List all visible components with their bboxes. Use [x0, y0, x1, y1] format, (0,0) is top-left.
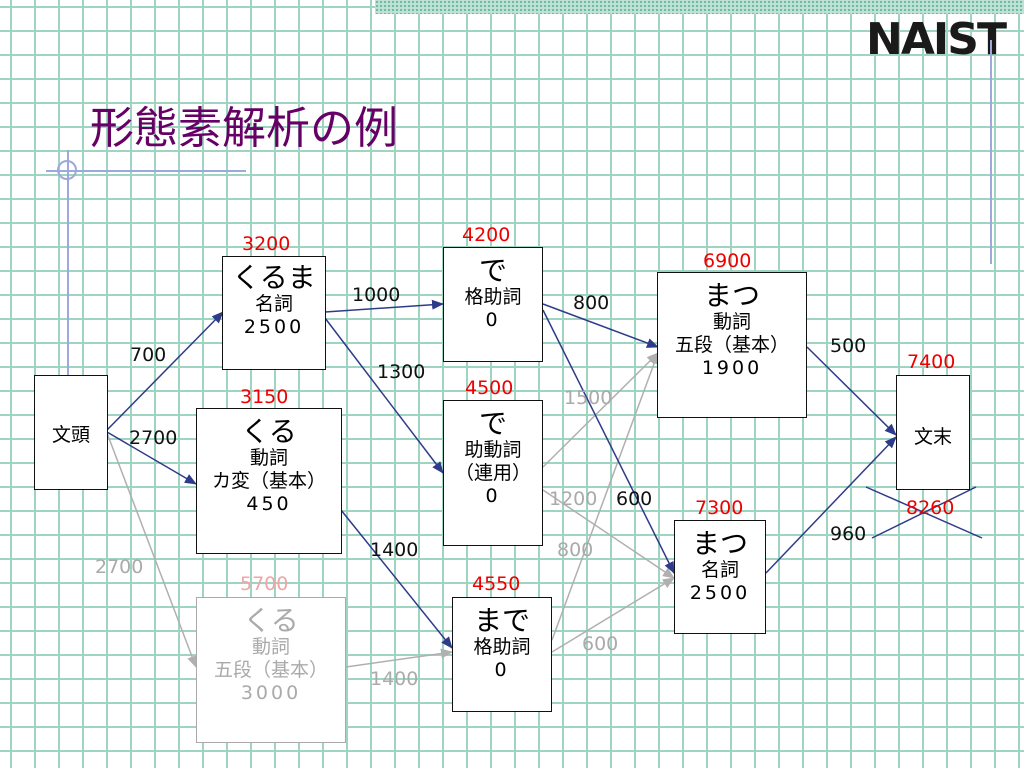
score-de-case: 4200 — [462, 224, 511, 246]
edge-de-aux-matsu-verb — [542, 352, 659, 468]
node-kuru-kahen-pos: 動詞 — [249, 447, 288, 469]
edge-kuru-kahen-made — [340, 509, 453, 649]
decor-horizontal-line — [46, 170, 246, 172]
edge-matsu-verb-bunmatsu — [806, 346, 897, 436]
node-de-aux: で 助動詞 （連用） 0 — [443, 400, 543, 546]
score-bunmatsu-rejected: 8260 — [906, 497, 955, 519]
node-bunto: 文頭 — [34, 375, 108, 490]
slide-title: 形態素解析の例 — [90, 103, 398, 154]
score-kuruma: 3200 — [242, 233, 291, 255]
cost-matsu-noun-bunmatsu: 960 — [830, 523, 867, 545]
node-matsu-verb-pos: 動詞 — [712, 311, 751, 333]
node-de-case-word: で — [478, 254, 507, 287]
edge-de-case-matsu-noun — [542, 309, 675, 574]
node-de-aux-conj: （連用） — [454, 462, 531, 484]
cost-made-matsu-noun: 600 — [582, 633, 619, 655]
node-made-case: まで 格助詞 0 — [452, 597, 552, 712]
node-made-cost: 0 — [494, 659, 510, 681]
cost-kuruma-de-aux: 1300 — [377, 361, 426, 383]
naist-logo: NAIST — [866, 14, 1007, 65]
node-matsu-verb-word: まつ — [703, 279, 760, 312]
decor-circle — [57, 160, 77, 180]
score-kuru-godan: 5700 — [240, 573, 289, 595]
node-matsu-verb: まつ 動詞 五段（基本） 1900 — [657, 272, 807, 418]
edge-kuruma-de-case — [324, 299, 444, 313]
node-de-case-cost: 0 — [485, 309, 501, 331]
node-de-case: で 格助詞 0 — [443, 247, 543, 362]
score-de-aux: 4500 — [465, 377, 514, 399]
cost-kuru-kahen-made: 1400 — [370, 539, 419, 561]
cost-bunto-kuru-godan: 2700 — [95, 556, 144, 578]
node-matsu-noun-cost: 2500 — [689, 582, 751, 604]
node-kuru-godan-cost: 3000 — [240, 682, 302, 704]
node-de-case-pos: 格助詞 — [464, 286, 522, 308]
edge-de-aux-matsu-noun — [542, 489, 675, 579]
cost-de-aux-matsu-verb: 1500 — [564, 387, 613, 409]
edge-kuruma-de-aux — [324, 317, 444, 474]
node-kuru-kahen-word: くる — [241, 415, 297, 448]
edge-bunto-kuru-kahen — [106, 431, 197, 485]
node-kuruma-word: くるま — [232, 261, 316, 294]
node-kuru-godan-pos: 動詞 — [251, 636, 290, 658]
edge-made-matsu-verb — [551, 352, 659, 641]
node-matsu-verb-cost: 1900 — [701, 357, 763, 379]
node-kuru-kahen-cost: 450 — [246, 493, 292, 515]
score-made: 4550 — [472, 573, 521, 595]
cost-kuruma-de-case: 1000 — [352, 284, 401, 306]
decor-right-line — [990, 40, 992, 264]
edge-bunto-kuruma — [106, 311, 224, 431]
node-kuru-kahen: くる 動詞 カ変（基本） 450 — [196, 408, 342, 554]
cost-kuru-godan-made: 1400 — [370, 668, 419, 690]
node-de-aux-word: で — [478, 407, 507, 440]
cross-mark-stroke-2 — [871, 486, 977, 539]
node-made-pos: 格助詞 — [473, 636, 531, 658]
edge-kuru-godan-made — [345, 648, 453, 668]
cost-bunto-kuruma: 700 — [130, 344, 167, 366]
edge-bunto-kuru-godan — [106, 432, 197, 668]
node-bunto-word: 文頭 — [51, 424, 90, 446]
node-matsu-noun: まつ 名詞 2500 — [674, 520, 766, 634]
node-kuruma-cost: 2500 — [243, 316, 305, 338]
cost-de-case-matsu-verb: 800 — [573, 292, 610, 314]
score-kuru-kahen: 3150 — [240, 386, 289, 408]
score-matsu-noun: 7300 — [695, 497, 744, 519]
decor-vertical-line — [67, 150, 69, 378]
cost-de-aux-matsu-noun: 1200 — [549, 488, 598, 510]
node-de-aux-pos: 助動詞 — [464, 439, 522, 461]
node-kuru-kahen-conj: カ変（基本） — [211, 470, 326, 492]
cost-made-matsu-verb: 800 — [557, 539, 594, 561]
cost-matsu-verb-bunmatsu: 500 — [830, 335, 867, 357]
cost-de-case-matsu-noun: 600 — [616, 488, 653, 510]
node-matsu-noun-pos: 名詞 — [700, 559, 739, 581]
edge-matsu-noun-bunmatsu — [765, 436, 897, 574]
edge-de-case-matsu-verb — [542, 303, 659, 348]
node-kuru-godan-word: くる — [243, 604, 299, 637]
header-pattern-band — [375, 0, 1024, 14]
node-kuruma-noun: くるま 名詞 2500 — [222, 256, 326, 370]
edge-made-matsu-noun — [551, 577, 675, 653]
node-de-aux-cost: 0 — [485, 485, 501, 507]
node-kuru-godan: くる 動詞 五段（基本） 3000 — [196, 597, 346, 743]
node-matsu-verb-conj: 五段（基本） — [674, 334, 789, 356]
node-bunmatsu-word: 文末 — [913, 426, 952, 448]
node-kuruma-pos: 名詞 — [254, 293, 293, 315]
score-bunmatsu: 7400 — [907, 351, 956, 373]
node-made-word: まで — [473, 604, 530, 637]
score-matsu-verb: 6900 — [703, 250, 752, 272]
node-kuru-godan-conj: 五段（基本） — [213, 659, 328, 681]
node-bunmatsu: 文末 — [896, 375, 970, 490]
node-matsu-noun-word: まつ — [691, 527, 748, 560]
cost-bunto-kuru-kahen: 2700 — [129, 427, 178, 449]
